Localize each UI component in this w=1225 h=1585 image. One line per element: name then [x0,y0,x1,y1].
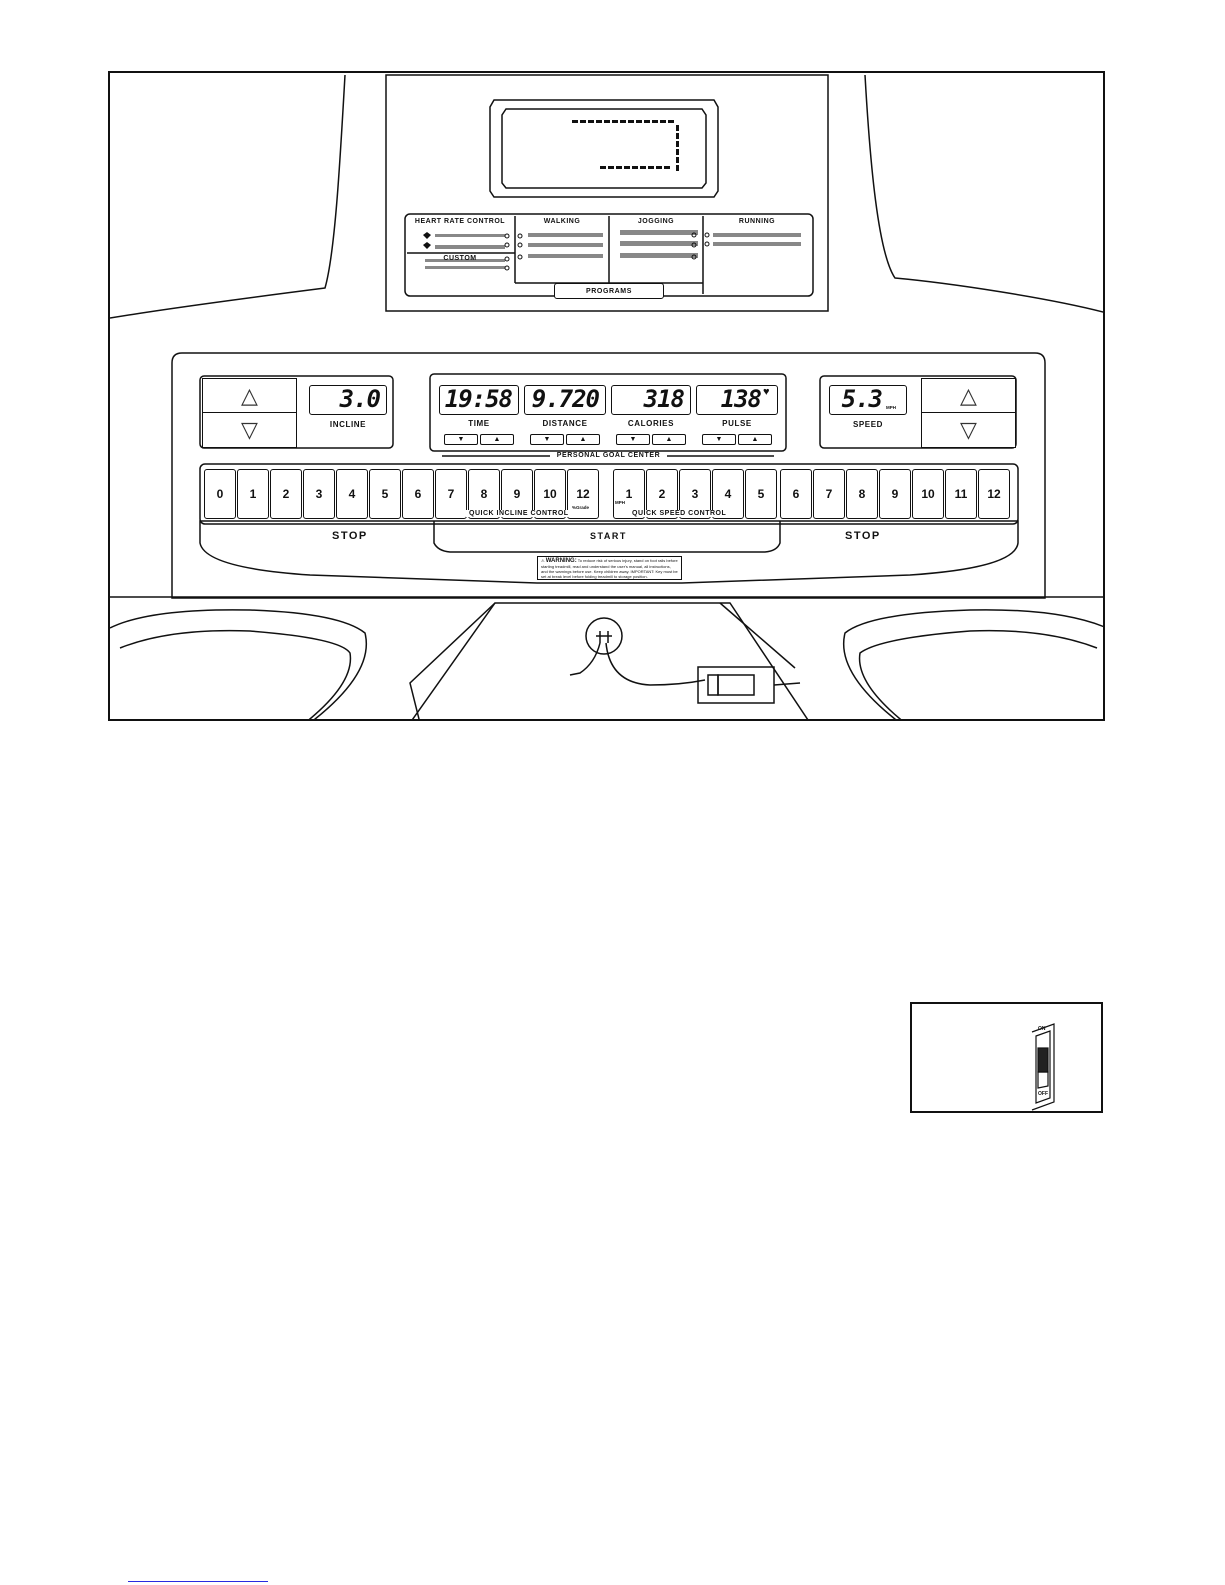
distance-up-button[interactable]: ▲ [566,434,600,445]
pulse-down-button[interactable]: ▼ [702,434,736,445]
arrow-up-icon: ▲ [751,436,759,443]
personal-goal-center-label: PERSONAL GOAL CENTER [556,452,661,459]
start-button[interactable]: START [590,531,627,541]
distance-display: 9.720 [524,385,606,415]
triangle-down-icon: ▽ [241,417,258,442]
incline-key-2[interactable]: 2 [270,469,302,519]
speed-label: SPEED [852,420,884,429]
time-display: 19:58 [439,385,519,415]
time-down-button[interactable]: ▼ [444,434,478,445]
speed-unit-label: MPH [886,405,896,410]
power-switch-inset: ON OFF [910,1002,1103,1113]
incline-display: 3.0 [309,385,387,415]
power-switch-drawing [1031,1023,1055,1111]
speed-key-11[interactable]: 11 [945,469,977,519]
time-label: TIME [468,419,490,428]
speed-key-9[interactable]: 9 [879,469,911,519]
incline-key-4[interactable]: 4 [336,469,368,519]
quick-speed-control-label: QUICK SPEED CONTROL [629,510,730,517]
incline-key-1[interactable]: 1 [237,469,269,519]
arrow-up-icon: ▲ [579,436,587,443]
incline-key-6[interactable]: 6 [402,469,434,519]
incline-up-button[interactable]: △ [202,378,297,413]
walking-label: WALKING [543,218,581,225]
time-up-button[interactable]: ▲ [480,434,514,445]
arrow-down-icon: ▼ [629,436,637,443]
incline-down-button[interactable]: ▽ [202,412,297,448]
speed-key-7[interactable]: 7 [813,469,845,519]
arrow-down-icon: ▼ [715,436,723,443]
arrow-up-icon: ▲ [665,436,673,443]
speed-key-12[interactable]: 12 [978,469,1010,519]
programs-button[interactable]: PROGRAMS [554,283,664,299]
arrow-up-icon: ▲ [493,436,501,443]
incline-key-12[interactable]: 12 [567,469,599,519]
incline-label: INCLINE [329,420,367,429]
warning-title: WARNING: [545,558,577,564]
arrow-down-icon: ▼ [543,436,551,443]
calories-up-button[interactable]: ▲ [652,434,686,445]
quick-incline-control-label: QUICK INCLINE CONTROL [466,510,572,517]
speed-key-6[interactable]: 6 [780,469,812,519]
speed-key-5[interactable]: 5 [745,469,777,519]
incline-key-7[interactable]: 7 [435,469,467,519]
pulse-up-button[interactable]: ▲ [738,434,772,445]
incline-key-5[interactable]: 5 [369,469,401,519]
mph-unit-label: MPH [615,500,625,505]
heart-icon: ♥ [763,386,770,398]
speed-key-10[interactable]: 10 [912,469,944,519]
warning-icon: ⚠ [541,558,545,563]
arrow-down-icon: ▼ [457,436,465,443]
switch-on-label: ON [1038,1026,1046,1032]
speed-key-8[interactable]: 8 [846,469,878,519]
warning-text: To reduce risk of serious injury, stand … [541,558,678,579]
pulse-display: 138 [696,385,778,415]
switch-off-label: OFF [1038,1091,1048,1097]
custom-label: CUSTOM [443,255,477,262]
speed-up-button[interactable]: △ [921,378,1016,413]
stop-button-right[interactable]: STOP [845,530,881,542]
jogging-label: JOGGING [637,218,675,225]
distance-down-button[interactable]: ▼ [530,434,564,445]
treadmill-console-diagram: HEART RATE CONTROL CUSTOM WALKING JOGGIN… [108,71,1105,721]
incline-key-3[interactable]: 3 [303,469,335,519]
stop-button-left[interactable]: STOP [332,530,368,542]
calories-display: 318 [611,385,691,415]
speed-down-button[interactable]: ▽ [921,412,1016,448]
running-label: RUNNING [738,218,776,225]
calories-down-button[interactable]: ▼ [616,434,650,445]
pulse-label: PULSE [722,419,752,428]
calories-label: CALORIES [627,419,675,428]
warning-label: ⚠ WARNING: To reduce risk of serious inj… [537,556,682,580]
grade-unit-label: %Grade [572,505,590,510]
distance-label: DISTANCE [542,419,588,428]
triangle-down-icon: ▽ [960,417,977,442]
heart-rate-control-label: HEART RATE CONTROL [414,218,506,225]
incline-key-0[interactable]: 0 [204,469,236,519]
speed-display: 5.3 [829,385,907,415]
triangle-up-icon: △ [960,382,977,408]
triangle-up-icon: △ [241,382,258,408]
footer-link-underline [128,1581,268,1582]
